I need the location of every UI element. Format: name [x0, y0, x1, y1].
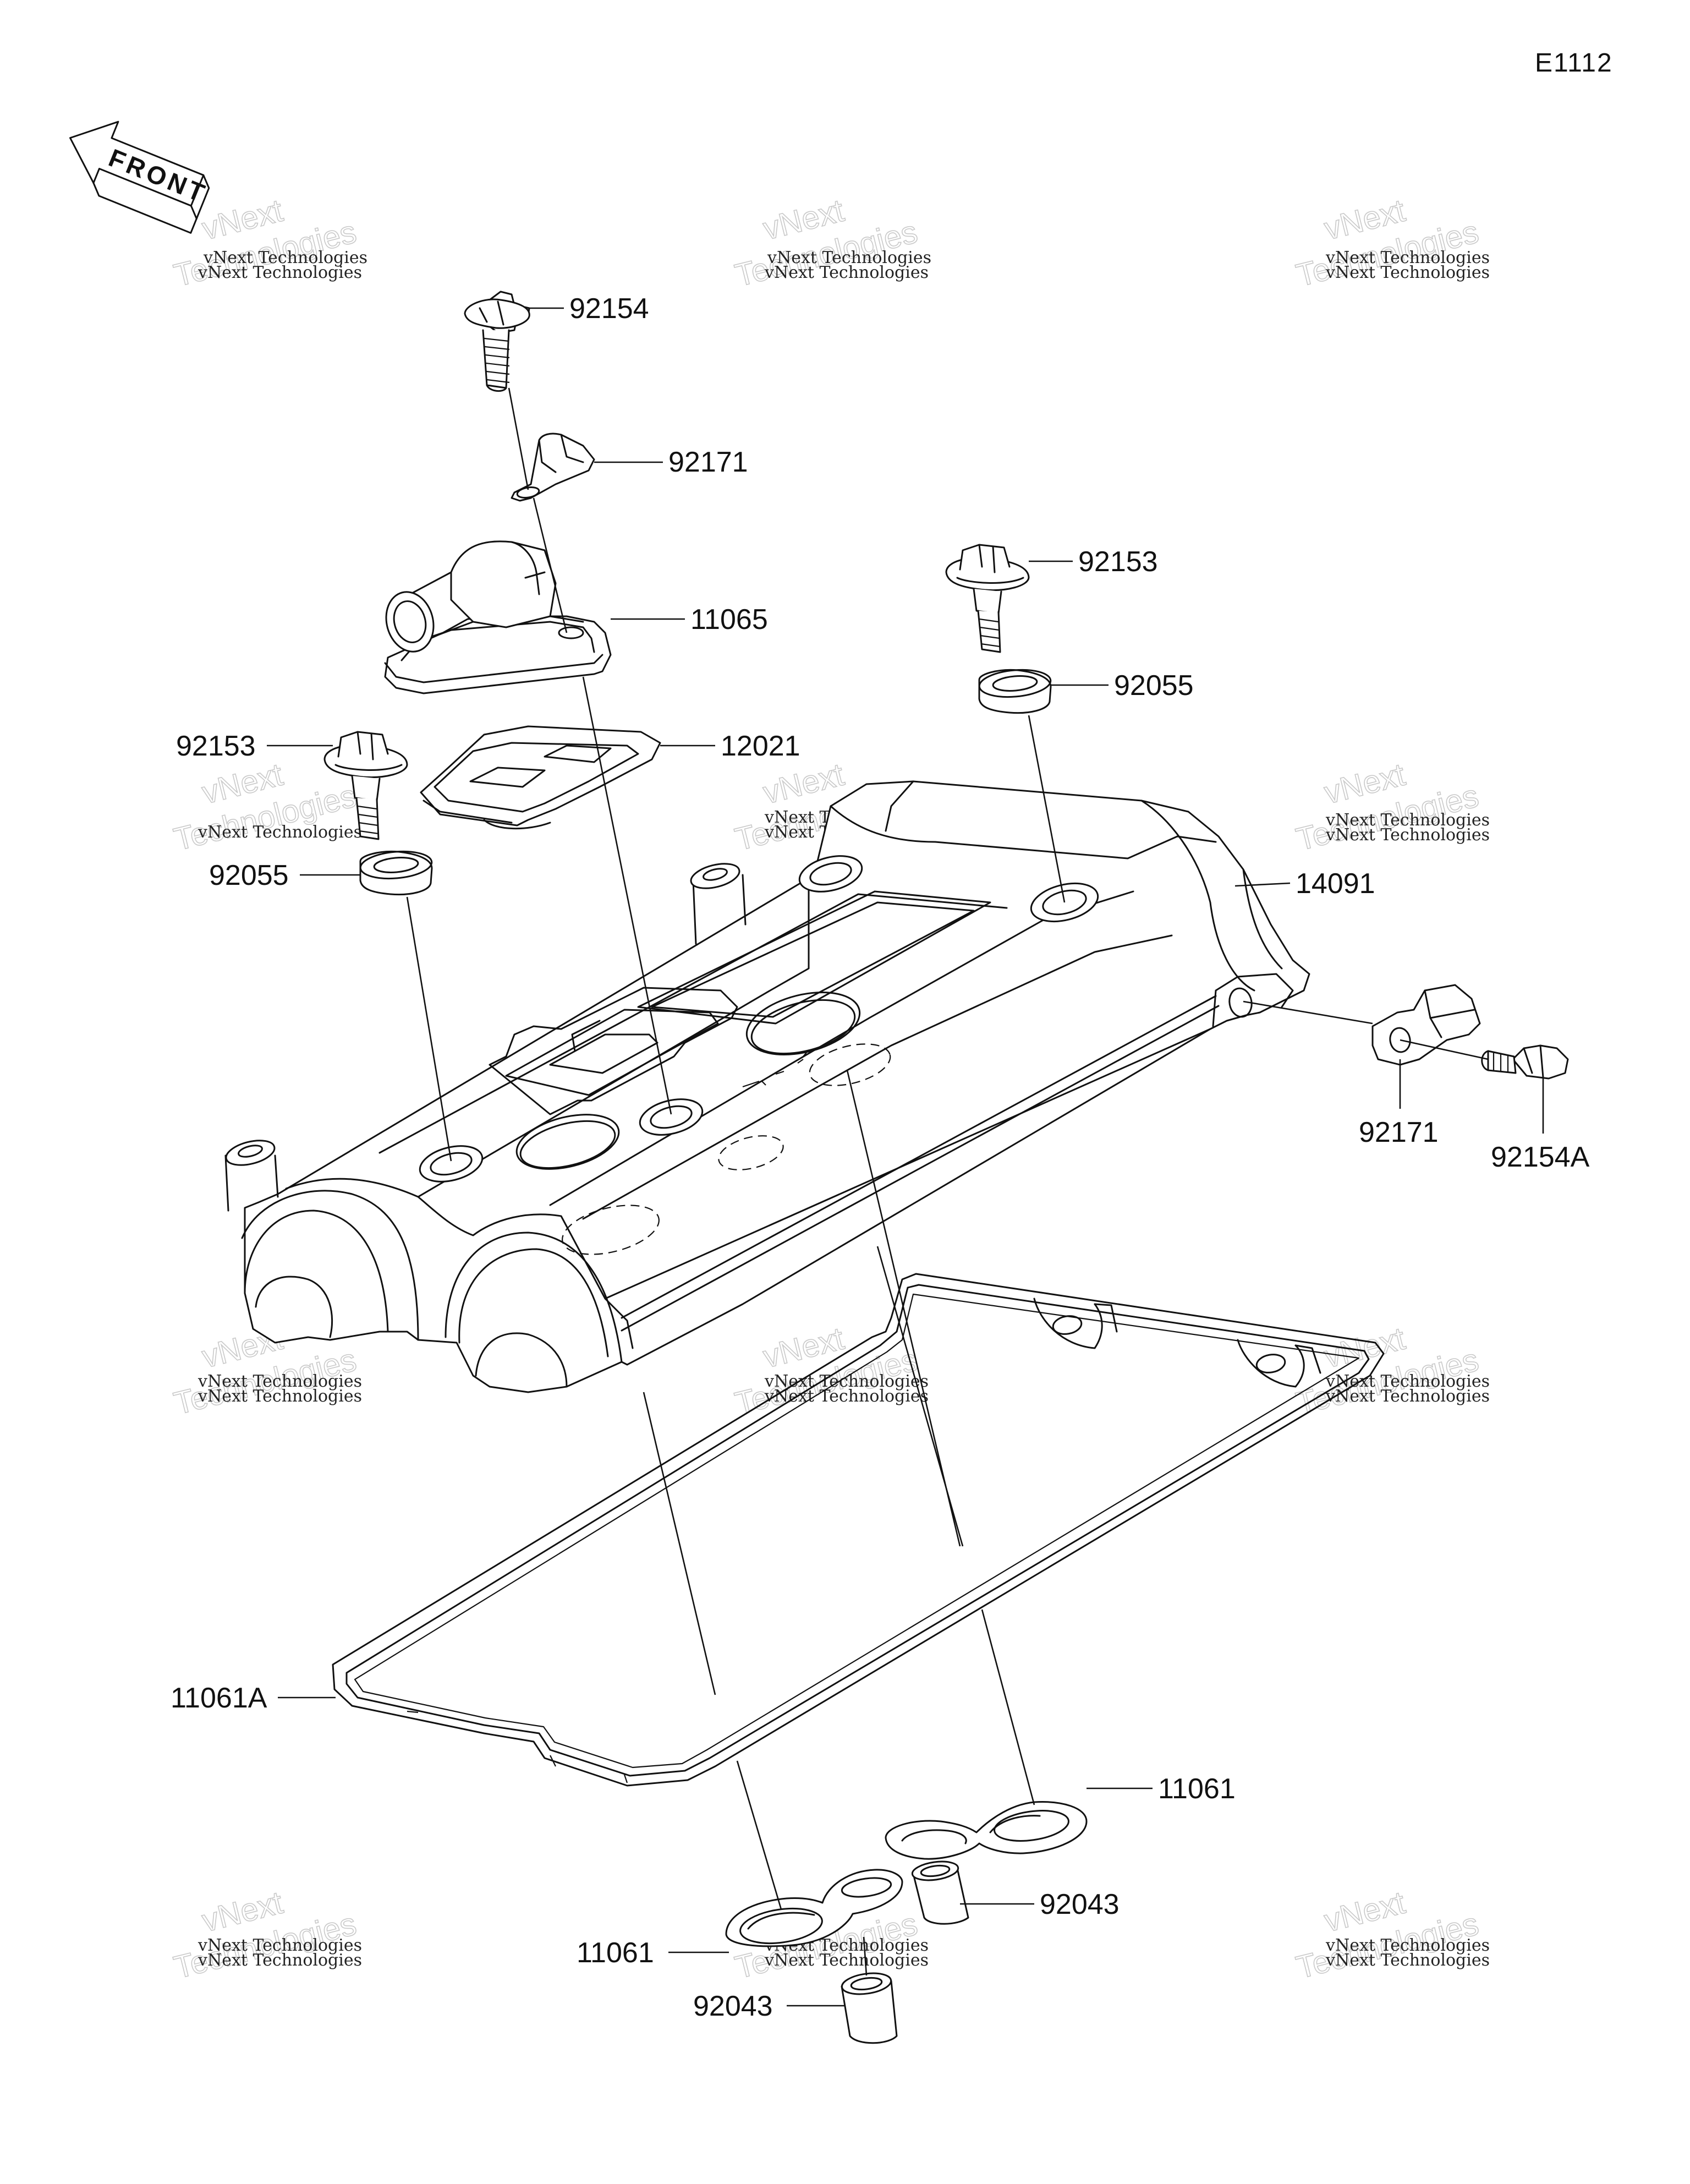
clamp-92171-right[interactable] — [1371, 984, 1481, 1066]
assembly-lines — [406, 387, 1489, 1976]
label-11061a[interactable]: 11061A — [171, 1682, 267, 1714]
front-label: FRONT — [105, 143, 211, 209]
dowel-92043-right[interactable] — [911, 1859, 969, 1925]
cylinder-head-cover-14091[interactable] — [223, 780, 1310, 1393]
label-92154a[interactable]: 92154A — [1491, 1141, 1590, 1173]
watermark-small: vNext Technologies — [1325, 263, 1490, 282]
label-92055-left[interactable]: 92055 — [209, 860, 289, 891]
watermark-small: vNext Technologies — [1325, 1951, 1490, 1970]
watermark-small: vNext Technologies — [1325, 1372, 1490, 1391]
front-arrow-icon: FRONT — [69, 121, 212, 234]
label-92043-left[interactable]: 92043 — [693, 1990, 773, 2022]
watermark-small: vNext Technologies — [1325, 811, 1490, 830]
watermark-small: vNext Technologies — [203, 248, 367, 267]
label-12021[interactable]: 12021 — [721, 730, 800, 762]
watermark-small: vNext Technologies — [767, 248, 931, 267]
label-92153-left[interactable]: 92153 — [176, 730, 256, 762]
bolt-92154a[interactable] — [1481, 1044, 1569, 1080]
clamp-92171-top[interactable] — [511, 433, 595, 502]
bolt-92154[interactable] — [464, 291, 530, 392]
diagram-id: E1112 — [1535, 48, 1613, 78]
label-92154[interactable]: 92154 — [569, 293, 649, 325]
label-14091[interactable]: 14091 — [1296, 868, 1375, 900]
watermark-small: vNext Technologies — [197, 263, 362, 282]
label-11061-right[interactable]: 11061 — [1158, 1773, 1236, 1805]
plug-seal-11061-left[interactable] — [725, 1869, 903, 1948]
breather-cover-11065[interactable] — [380, 540, 612, 694]
bolt-boss — [419, 1145, 484, 1183]
watermark-small: vNext Technologies — [1325, 1936, 1490, 1955]
watermark-small: vNext Technologies — [197, 1936, 362, 1955]
label-11065[interactable]: 11065 — [690, 604, 768, 636]
watermark-small: vNext Technologies — [197, 1951, 362, 1970]
watermark-small: vNext Technologies — [1325, 248, 1490, 267]
watermark-small: vNext Technologies — [764, 263, 929, 282]
label-92153-right[interactable]: 92153 — [1078, 546, 1158, 578]
washer-92055-right[interactable] — [978, 667, 1052, 714]
watermark-small: vNext Technologies — [197, 823, 362, 842]
breather-gasket-12021[interactable] — [420, 725, 661, 830]
plug-seal-11061-right[interactable] — [885, 1801, 1088, 1860]
bolt-boss — [798, 855, 863, 893]
label-11061-left[interactable]: 11061 — [577, 1937, 654, 1969]
bolt-boss — [639, 1098, 704, 1136]
label-92055-right[interactable]: 92055 — [1114, 670, 1194, 702]
bolt-92153-right[interactable] — [945, 544, 1030, 653]
label-92171-top[interactable]: 92171 — [668, 446, 748, 478]
label-92043-right[interactable]: 92043 — [1040, 1889, 1120, 1920]
washer-92055-left[interactable] — [359, 849, 433, 896]
dowel-92043-left[interactable] — [841, 1970, 898, 2044]
bolt-92153-left[interactable] — [323, 731, 408, 840]
watermark-small: vNext Technologies — [197, 1387, 362, 1406]
cover-gasket-11061a[interactable] — [332, 1273, 1385, 1787]
watermark-small: vNext Technologies — [1325, 825, 1490, 845]
watermark-small: vNext Technologies — [764, 1951, 929, 1970]
watermark-small: vNext Technologies — [764, 1387, 929, 1406]
label-92171-right[interactable]: 92171 — [1359, 1116, 1439, 1148]
watermark-small: vNext Technologies — [1325, 1387, 1490, 1406]
watermark-small: vNext Technologies — [764, 1372, 929, 1391]
callouts: 92154 92171 92153 11065 92055 92153 1202… — [171, 293, 1590, 2022]
watermark-small: vNext Technologies — [197, 1372, 362, 1391]
